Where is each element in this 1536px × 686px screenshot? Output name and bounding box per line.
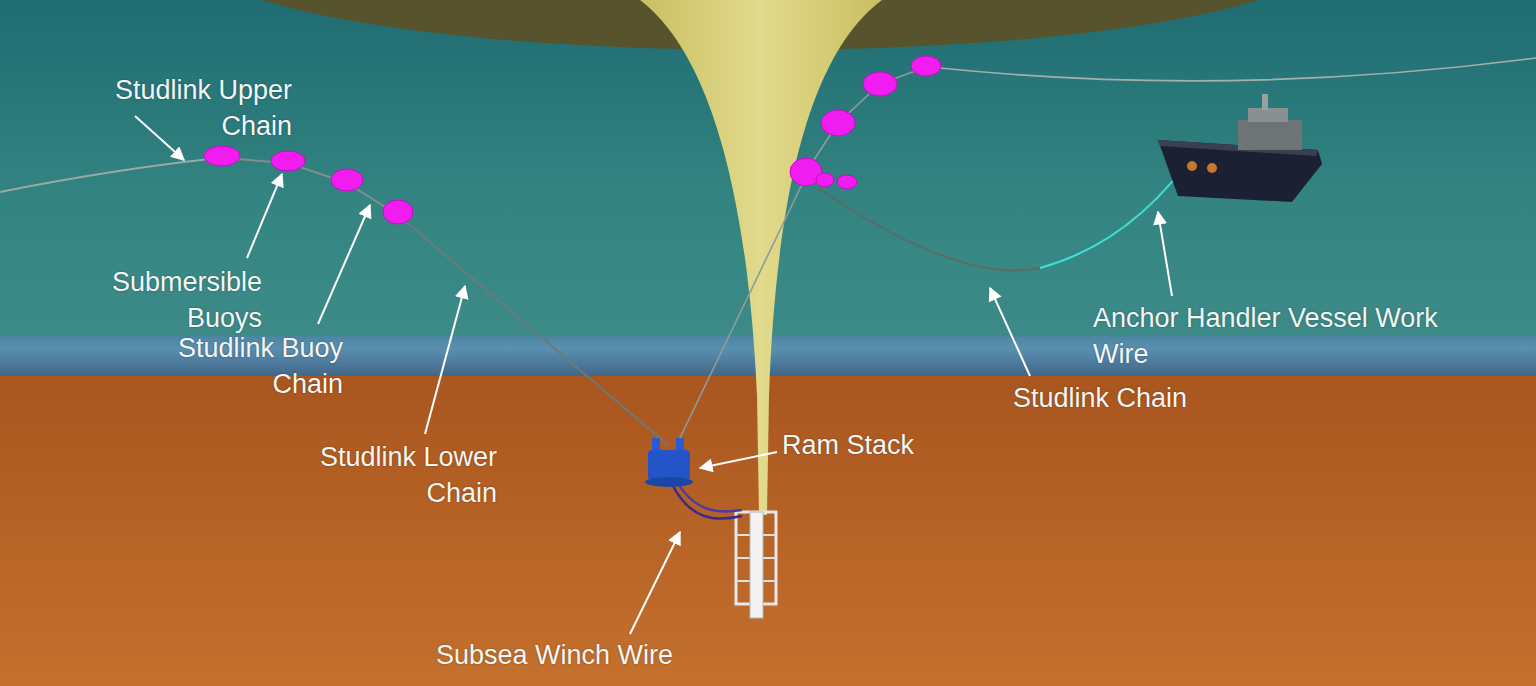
part-label: Studlink Upper Chain (82, 72, 292, 144)
buoy (837, 175, 857, 189)
leader-line (135, 116, 184, 160)
leader-line (318, 205, 370, 324)
upper-chain (0, 159, 210, 192)
riser-wire (678, 176, 806, 442)
part-label: Studlink Lower Chain (287, 439, 497, 511)
ram-knob (676, 438, 684, 452)
leader-line (247, 174, 282, 258)
buoys (204, 56, 941, 224)
part-label: Anchor Handler Vessel Work Wire (1093, 300, 1478, 372)
buoy (911, 56, 941, 76)
buoy-wire (806, 67, 926, 172)
leader-line (700, 452, 777, 468)
leader-line (1158, 212, 1172, 296)
wellhead-frame (736, 512, 776, 618)
part-label: Ram Stack (782, 427, 914, 463)
buoy (863, 72, 897, 96)
ram-stack-symbol (645, 438, 693, 487)
leader-line (425, 286, 465, 434)
leader-line (990, 288, 1030, 376)
part-label: Subsea Winch Wire (436, 637, 673, 673)
lower-chain (398, 215, 668, 445)
buoy (816, 173, 834, 187)
upper-wire (940, 58, 1536, 81)
studlink-chain (818, 188, 1040, 271)
wheelhouse (1248, 108, 1288, 122)
propeller (1187, 161, 1197, 171)
leader-line (630, 532, 680, 634)
propeller (1207, 163, 1217, 173)
buoy (383, 200, 413, 224)
part-label: Studlink Chain (1013, 380, 1187, 416)
buoy (331, 169, 363, 191)
ram-base (645, 477, 693, 487)
conductor (750, 512, 763, 618)
part-label: Studlink Buoy Chain (143, 330, 343, 402)
buoy (821, 110, 855, 136)
ram-knob (652, 438, 660, 452)
buoy (204, 146, 240, 166)
leader-lines (135, 116, 1172, 634)
bridge (1238, 120, 1302, 150)
mast (1262, 94, 1268, 110)
ram-body (648, 450, 690, 480)
buoy (271, 151, 305, 171)
anchor-handler-vessel (1158, 94, 1322, 202)
part-label: Submersible Buoys (82, 264, 262, 336)
buoy-chain (222, 158, 398, 215)
